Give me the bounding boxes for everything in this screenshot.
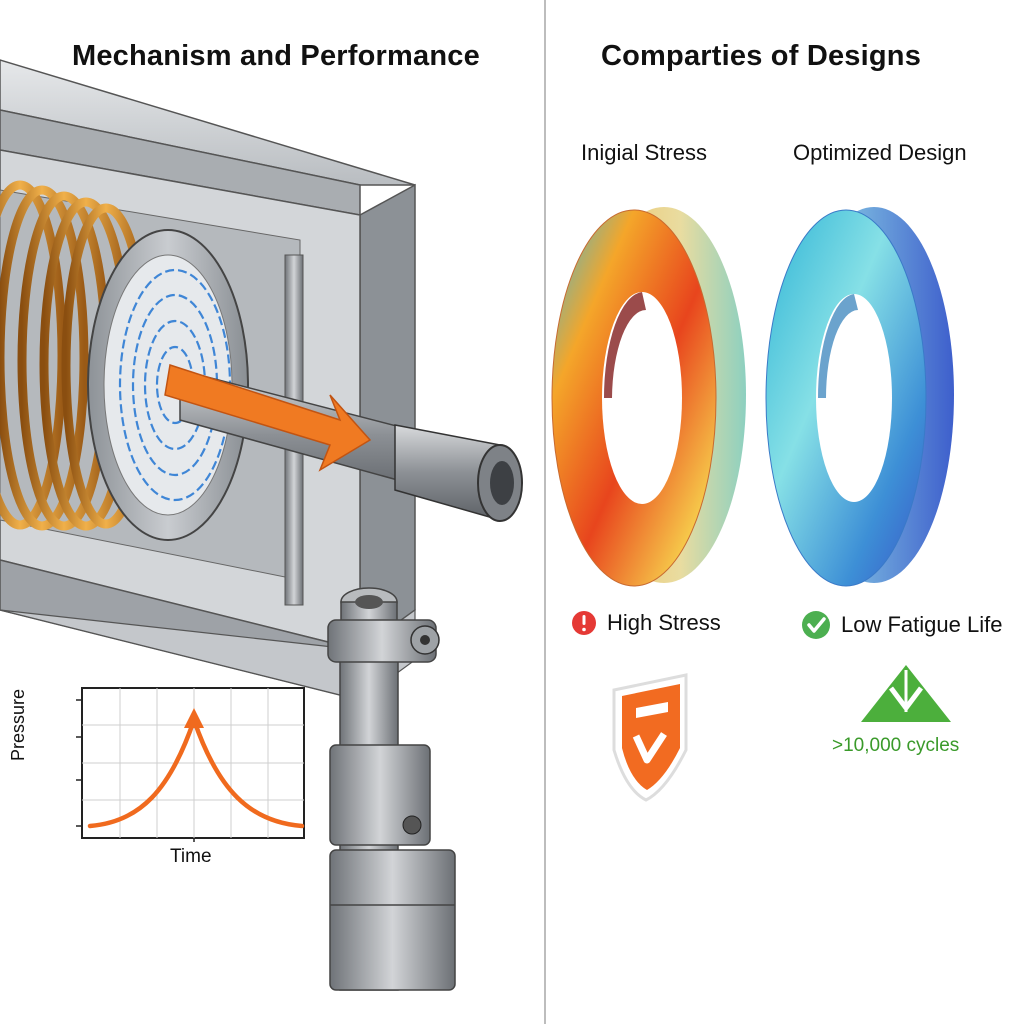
graph-x-axis-label: Time (170, 846, 212, 867)
actuator-illustration (0, 59, 523, 991)
peak-arrowhead (184, 708, 204, 728)
pressure-time-graph (76, 687, 305, 842)
initial-stress-ring (551, 207, 746, 587)
design-rings (551, 207, 954, 802)
panel-divider (544, 0, 546, 1024)
right-panel-title: Comparties of Designs (601, 40, 922, 72)
high-stress-status: High Stress (571, 610, 721, 636)
graph-y-axis-label: Pressure (8, 688, 28, 762)
left-panel-title: Mechanism and Performance (72, 40, 480, 72)
warning-icon (572, 611, 596, 635)
low-fatigue-triangle-icon (861, 665, 951, 722)
optimized-design-ring (765, 207, 954, 587)
force-arrow (164, 364, 372, 472)
check-icon (802, 611, 830, 639)
cycles-note: >10,000 cycles (832, 735, 960, 756)
valve-assembly (327, 587, 456, 991)
right-panel: Comparties of Designs Inigial Stress Opt… (546, 0, 1024, 1024)
low-fatigue-text: Low Fatigue Life (841, 612, 1003, 637)
left-panel: Mechanism and Performance (0, 40, 523, 991)
optimized-design-label: Optimized Design (793, 140, 967, 165)
initial-stress-label: Inigial Stress (581, 140, 707, 165)
high-stress-shield-icon (612, 673, 688, 802)
high-stress-text: High Stress (607, 610, 721, 635)
housing-right-face (359, 183, 416, 652)
low-fatigue-status: Low Fatigue Life (801, 610, 1002, 640)
